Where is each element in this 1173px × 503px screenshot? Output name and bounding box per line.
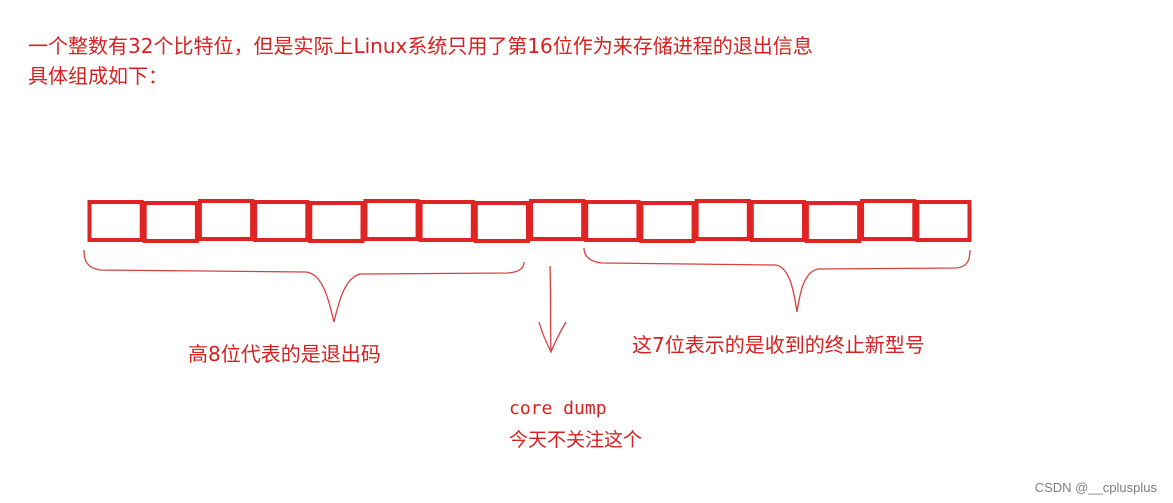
bit-box: [473, 201, 530, 243]
high-bits-brace: [83, 249, 525, 323]
bit-boxes: [87, 199, 972, 243]
core-dump-label: core dump: [509, 398, 607, 419]
low-bits-brace: [583, 247, 971, 313]
bit-box: [694, 199, 751, 241]
intro-line-1: 一个整数有32个比特位，但是实际上Linux系统只用了第16位作为来存储进程的退…: [28, 34, 813, 58]
bit-box: [87, 200, 144, 242]
bit-box: [804, 201, 862, 243]
bit-box: [915, 200, 972, 242]
bit-box: [749, 200, 806, 242]
low-bits-label: 这7位表示的是收到的终止新型号: [632, 333, 925, 357]
bit-box: [142, 201, 199, 243]
bit-box: [253, 200, 310, 242]
watermark: CSDN @__cplusplus: [1034, 480, 1157, 495]
bit-box: [860, 199, 917, 241]
bit-box: [308, 201, 365, 243]
bit-box: [363, 199, 420, 241]
core-dump-note: 今天不关注这个: [509, 429, 643, 451]
bit-box: [639, 201, 696, 243]
bit-box: [418, 200, 475, 242]
bit-box: [529, 199, 586, 241]
high-bits-label: 高8位代表的是退出码: [188, 342, 381, 366]
intro-line-2: 具体组成如下：: [28, 64, 168, 88]
bit-box: [584, 200, 641, 242]
bit-box: [197, 199, 255, 241]
core-dump-arrow: [538, 265, 567, 354]
